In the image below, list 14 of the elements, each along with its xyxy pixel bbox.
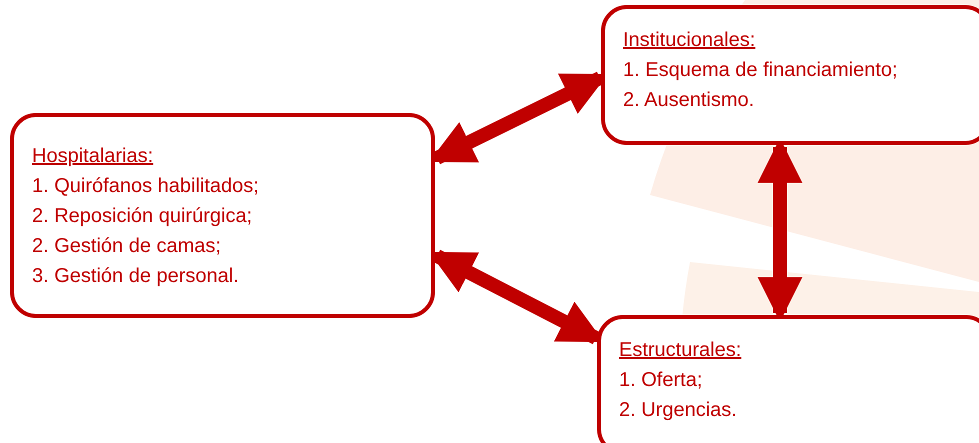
list-item: 2. Reposición quirúrgica; (32, 204, 254, 229)
list-item: 2. Urgencias. (619, 398, 738, 423)
list-item: 1. Quirófanos habilitados; (32, 174, 260, 199)
text-box (601, 5, 979, 145)
list-item: 1. Oferta; (619, 368, 704, 393)
list-item: 3. Gestión de personal. (32, 264, 240, 289)
box-heading: Estructurales: (619, 338, 742, 363)
list-item: 2. Ausentismo. (623, 88, 756, 113)
text-box (597, 315, 979, 443)
box-heading: Institucionales: (623, 28, 756, 53)
box-heading: Hospitalarias: (32, 144, 154, 169)
list-item: 1. Esquema de financiamiento; (623, 58, 899, 83)
text-box (10, 113, 435, 318)
list-item: 2. Gestión de camas; (32, 234, 222, 259)
